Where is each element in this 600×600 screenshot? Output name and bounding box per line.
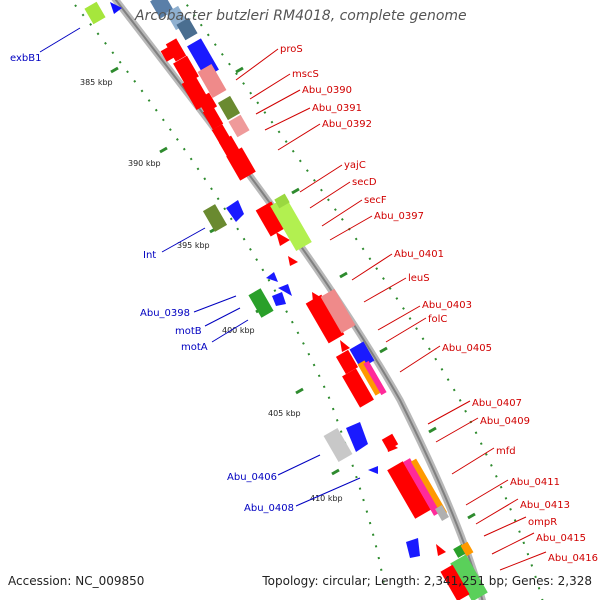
gene-label-forward[interactable]: Abu_0416 (548, 553, 598, 564)
dotted-ruler-forward (182, 0, 544, 600)
gene-label-reverse[interactable]: Abu_0408 (244, 503, 294, 514)
gene-label-reverse[interactable]: motA (181, 342, 208, 353)
gene-label-reverse[interactable]: exbB1 (10, 53, 41, 64)
gene-label-forward[interactable]: Abu_0407 (472, 398, 522, 409)
kbp-tick-label: 410 kbp (310, 494, 343, 503)
gene-label-forward[interactable]: folC (428, 314, 447, 325)
kbp-tick-label: 400 kbp (222, 326, 255, 335)
gene-label-forward[interactable]: Abu_0397 (374, 211, 424, 222)
gene-label-forward[interactable]: secF (364, 195, 387, 206)
reverse-gene-labels: exbB1 Int Abu_0398 motB motA Abu_0406 Ab… (10, 27, 361, 514)
gene-label-forward[interactable]: leuS (408, 273, 430, 284)
gene-label-forward[interactable]: Abu_0413 (520, 500, 570, 511)
kbp-tick-label: 395 kbp (177, 241, 210, 250)
gene-label-forward[interactable]: Abu_0391 (312, 103, 362, 114)
gene-blocks-top (84, 0, 198, 41)
gene-label-forward[interactable]: proS (280, 44, 303, 55)
gene-label-forward[interactable]: yajC (344, 160, 366, 171)
gene-label-forward[interactable]: Abu_0411 (510, 477, 560, 488)
gene-label-forward[interactable]: Abu_0415 (536, 533, 586, 544)
kbp-tick-label: 385 kbp (80, 78, 113, 87)
gene-label-forward[interactable]: Abu_0401 (394, 249, 444, 260)
gene-label-reverse[interactable]: motB (175, 326, 202, 337)
gene-label-forward[interactable]: Abu_0405 (442, 343, 492, 354)
gene-label-forward[interactable]: Abu_0390 (302, 85, 352, 96)
gene-label-forward[interactable]: secD (352, 177, 377, 188)
gene-blocks-reverse (202, 200, 420, 558)
gene-blocks-forward (160, 38, 488, 600)
gene-label-forward[interactable]: mscS (292, 69, 319, 80)
kbp-tick-label: 405 kbp (268, 409, 301, 418)
gene-label-reverse[interactable]: Abu_0398 (140, 308, 190, 319)
gene-label-forward[interactable]: Abu_0392 (322, 119, 372, 130)
gene-label-reverse[interactable]: Abu_0406 (227, 472, 277, 483)
accession-text: Accession: NC_009850 (8, 574, 145, 588)
topology-text: Topology: circular; Length: 2,341,251 bp… (262, 574, 592, 588)
gene-label-forward[interactable]: ompR (528, 517, 557, 528)
gene-label-reverse[interactable]: Int (143, 250, 156, 261)
gene-label-forward[interactable]: mfd (496, 446, 516, 457)
forward-gene-labels: proS mscS Abu_0390 Abu_0391 Abu_0392 yaj… (235, 44, 598, 571)
kbp-ticks: 385 kbp 390 kbp 395 kbp 400 kbp 405 kbp … (80, 66, 476, 520)
gene-label-forward[interactable]: Abu_0409 (480, 416, 530, 427)
genome-title: Arcobacter butzleri RM4018, complete gen… (135, 8, 467, 24)
gene-label-forward[interactable]: Abu_0403 (422, 300, 472, 311)
kbp-tick-label: 390 kbp (128, 159, 161, 168)
